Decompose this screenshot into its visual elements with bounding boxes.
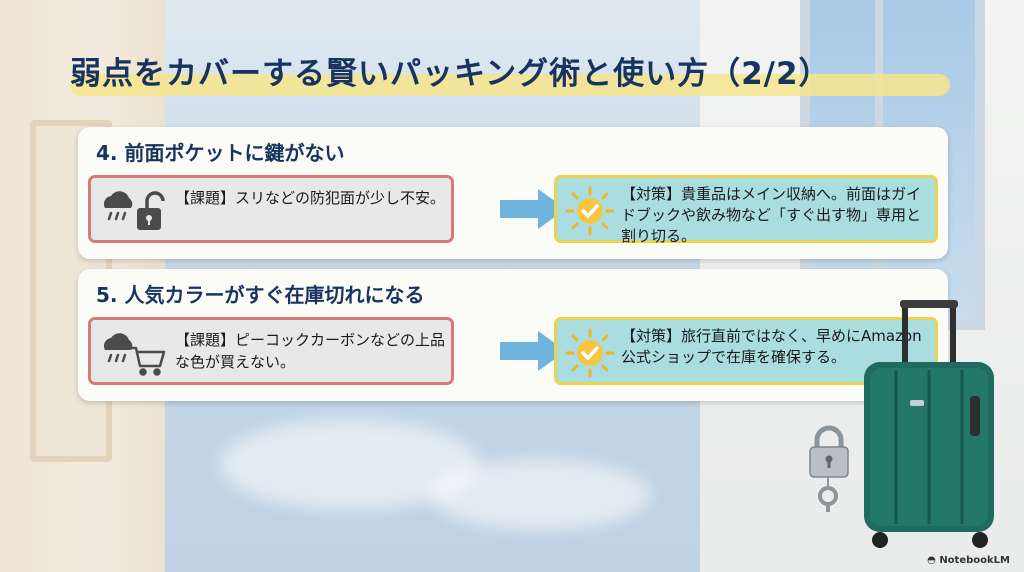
section-card: 4. 前面ポケットに鍵がない 【課題】スリなどの防犯面が少し不安。 <box>78 127 948 259</box>
issue-icons <box>103 191 165 230</box>
rain-cloud-icon <box>103 333 133 363</box>
background-cloud <box>430 460 650 530</box>
rain-cloud-icon <box>103 191 133 221</box>
title-area: 弱点をカバーする賢いパッキング術と使い方（2/2） <box>70 48 950 96</box>
arrow-right-icon <box>500 189 566 229</box>
sun-check-icon <box>565 328 615 378</box>
suitcase-illustration <box>864 300 994 548</box>
solution-box: 【対策】旅行直前ではなく、早めにAmazon公式ショップで在庫を確保する。 <box>554 317 938 385</box>
issue-box: 【課題】ピーコックカーボンなどの上品な色が買えない。 <box>88 317 454 385</box>
shopping-cart-icon <box>131 346 166 376</box>
solution-text: 【対策】貴重品はメイン収納へ。前面はガイドブックや飲み物など「すぐ出す物」専用と… <box>621 185 922 245</box>
section-card: 5. 人気カラーがすぐ在庫切れになる 【課題】ピーコックカーボンなどの上品な色が… <box>78 269 948 401</box>
issue-text: 【課題】ピーコックカーボンなどの上品な色が買えない。 <box>175 331 446 371</box>
brand-watermark: ◓ NotebookLM <box>927 555 1010 566</box>
padlock-key-illustration <box>809 425 849 512</box>
unlocked-padlock-icon <box>137 191 165 230</box>
page-title: 弱点をカバーする賢いパッキング術と使い方（2/2） <box>70 56 831 92</box>
issue-text: 【課題】スリなどの防犯面が少し不安。 <box>175 189 446 207</box>
title-highlight <box>70 74 950 96</box>
solution-box: 【対策】貴重品はメイン収納へ。前面はガイドブックや飲み物など「すぐ出す物」専用と… <box>554 175 938 245</box>
issue-box: 【課題】スリなどの防犯面が少し不安。 <box>88 175 454 243</box>
brand-logo-icon: ◓ <box>927 555 936 566</box>
section-heading: 4. 前面ポケットに鍵がない <box>96 141 345 165</box>
brand-name: NotebookLM <box>939 555 1010 566</box>
sun-check-icon <box>565 186 615 236</box>
arrow-right-icon <box>500 331 566 371</box>
issue-icons <box>103 333 166 376</box>
solution-text: 【対策】旅行直前ではなく、早めにAmazon公式ショップで在庫を確保する。 <box>621 327 922 366</box>
section-heading: 5. 人気カラーがすぐ在庫切れになる <box>96 283 425 307</box>
